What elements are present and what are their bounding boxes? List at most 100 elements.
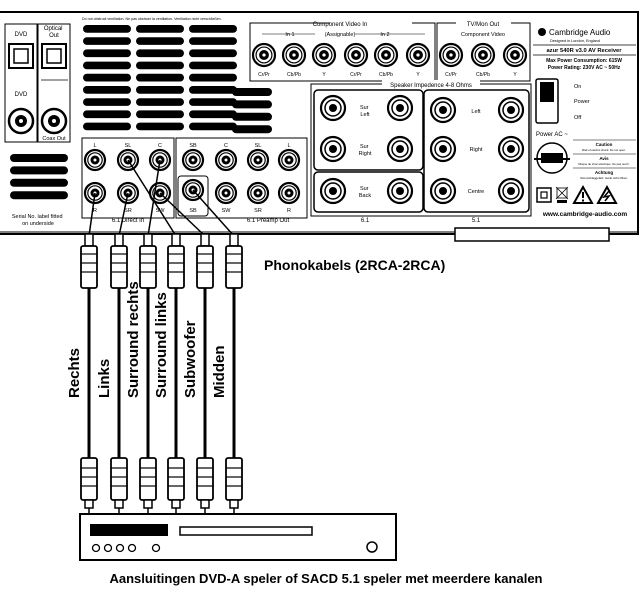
rca-plug-tip-top (229, 233, 239, 247)
cable-label-4: Surround links (153, 292, 170, 398)
sur-right-line1: Sur (360, 144, 369, 150)
sur-back-group (313, 171, 424, 213)
dvd-button-2[interactable] (103, 543, 113, 553)
preamp-out-jack-bottom-4-pin (287, 191, 291, 195)
dvd-disc-tray[interactable] (179, 526, 313, 536)
front-speaker-group (423, 89, 530, 213)
cable-lead-top (127, 159, 177, 237)
avis-title: Avis (599, 156, 609, 161)
terminal-left-a-core (439, 106, 447, 114)
label-assignable: (Assignable) (325, 32, 356, 38)
double-insulation-icon (536, 187, 552, 203)
tvmon-jack-1-pin (449, 53, 453, 57)
direct-in-jack-sw-ring (152, 185, 168, 201)
power-label-off: Off (574, 115, 582, 121)
preamp-out-jack-top-3-ring (250, 152, 266, 168)
ventilation-warning: Do not obstruct ventilation. Ne pas obst… (82, 17, 222, 21)
dvd-power-button[interactable] (366, 541, 378, 553)
cable-label-1: Rechts (66, 348, 83, 398)
dvd-optical-box (4, 23, 38, 143)
terminal-sur-back-b-core (396, 187, 404, 195)
direct-in-jack-c-ring (152, 152, 168, 168)
vent-slot (232, 112, 272, 121)
dvd-button-3[interactable] (115, 543, 125, 553)
dvd-button-1[interactable] (91, 543, 101, 553)
terminal-centre-b-ring (502, 182, 520, 200)
vent-slot (83, 122, 131, 131)
weee-cross-2 (555, 186, 569, 200)
vent-slot (10, 191, 68, 200)
serial-note-line1: Serial No. label fitted (12, 214, 63, 220)
vent-slot (232, 100, 272, 109)
preamp-out-jack-top-1-ring (185, 152, 201, 168)
terminal-left-a-ring (434, 101, 452, 119)
vent-slot (83, 73, 131, 82)
terminal-sur-right-b-ring (391, 140, 409, 158)
dvd-button-5[interactable] (151, 543, 161, 553)
terminal-sur-right-b-core (396, 145, 404, 153)
tvmon-title-bg (456, 19, 511, 27)
cable-lead-top (159, 192, 206, 237)
terminal-sur-right-a-ring (324, 140, 342, 158)
component-in-jack-6-pin (416, 53, 420, 57)
component-in-jack-label: Y (416, 72, 420, 78)
tvmon-jack-3-pin (513, 53, 517, 57)
avis-line: Risque de choc électrique. Ne pas ouvrir… (579, 162, 630, 166)
cable-title: Phonokabels (2RCA-2RCA) (264, 257, 445, 273)
component-in-jack-5-ring (377, 46, 395, 64)
rca-plug-tip-top (114, 233, 124, 247)
direct-in-jack-r-ring (87, 185, 103, 201)
component-in-jack-4-ring (347, 46, 365, 64)
direct-in-title: 6.1 Direct In (112, 218, 144, 224)
shock-triangle-icon (596, 184, 618, 204)
dvd-player (79, 513, 397, 561)
vent-slot (83, 110, 131, 119)
component-in-jack-label: Cr/Pr (350, 72, 362, 78)
brand-power-rating: Power Rating: 230V AC ~ 50Hz (548, 65, 621, 71)
component-in-jack-1-ring (255, 46, 273, 64)
vent-slot (83, 61, 131, 70)
ventilation-slots (7, 25, 272, 200)
component-in-jack-1-pin (262, 53, 266, 57)
direct-in-jack-sb-ring (185, 182, 201, 198)
direct-in-jack-sl-ring (120, 152, 136, 168)
warning-exclamation-dot (582, 199, 584, 202)
speaker-title-bg (382, 80, 480, 88)
rca-plug-tip-bottom (171, 499, 181, 509)
terminal-sur-left-b-ring (391, 99, 409, 117)
serial-note: Serial No. label fitted on underside (12, 214, 64, 227)
caution-line: Risk of electric shock. Do not open. (582, 148, 626, 152)
terminal-sur-left-a-core (329, 104, 337, 112)
rca-plug-tip-bottom (200, 499, 210, 509)
sur-left-line2: Left (360, 112, 370, 118)
component-in-jack-6-ring (409, 46, 427, 64)
vent-slot (136, 25, 184, 33)
component-in-jack-label: Cb/Pb (379, 72, 393, 78)
dvd-button-4[interactable] (127, 543, 137, 553)
vent-slot (83, 98, 131, 106)
cable-label-5: Subwoofer (182, 320, 199, 398)
label-sur-right: Sur Right (359, 144, 372, 157)
preamp-out-jack-bottom-3-ring (250, 185, 266, 201)
power-label-on: On (574, 84, 581, 90)
rca-plug-bottom (139, 457, 157, 501)
preamp-out-jack-bottom-4-ring (281, 185, 297, 201)
vent-slot (136, 98, 184, 106)
cable-lead-top (147, 159, 161, 237)
vent-slot (136, 73, 184, 82)
label-in1: In 1 (285, 32, 294, 38)
preamp-out-jack-top-1-pin (191, 158, 195, 162)
label-dvd-bottom: DVD (15, 92, 28, 98)
direct-in-jack-sr-ring (120, 185, 136, 201)
rca-plug-bottom (196, 457, 214, 501)
coax-jack-2-pin (52, 119, 56, 123)
component-in-jack-label: Cr/Pr (258, 72, 270, 78)
vent-slot (189, 61, 237, 70)
vent-slot (10, 154, 68, 162)
component-in-jack-2-ring (285, 46, 303, 64)
vent-slot (189, 49, 237, 58)
preamp-out-label: C (224, 143, 228, 149)
vent-slot (136, 61, 184, 70)
group-61-label: 6.1 (361, 218, 370, 224)
direct-in-label: SR (124, 208, 132, 214)
